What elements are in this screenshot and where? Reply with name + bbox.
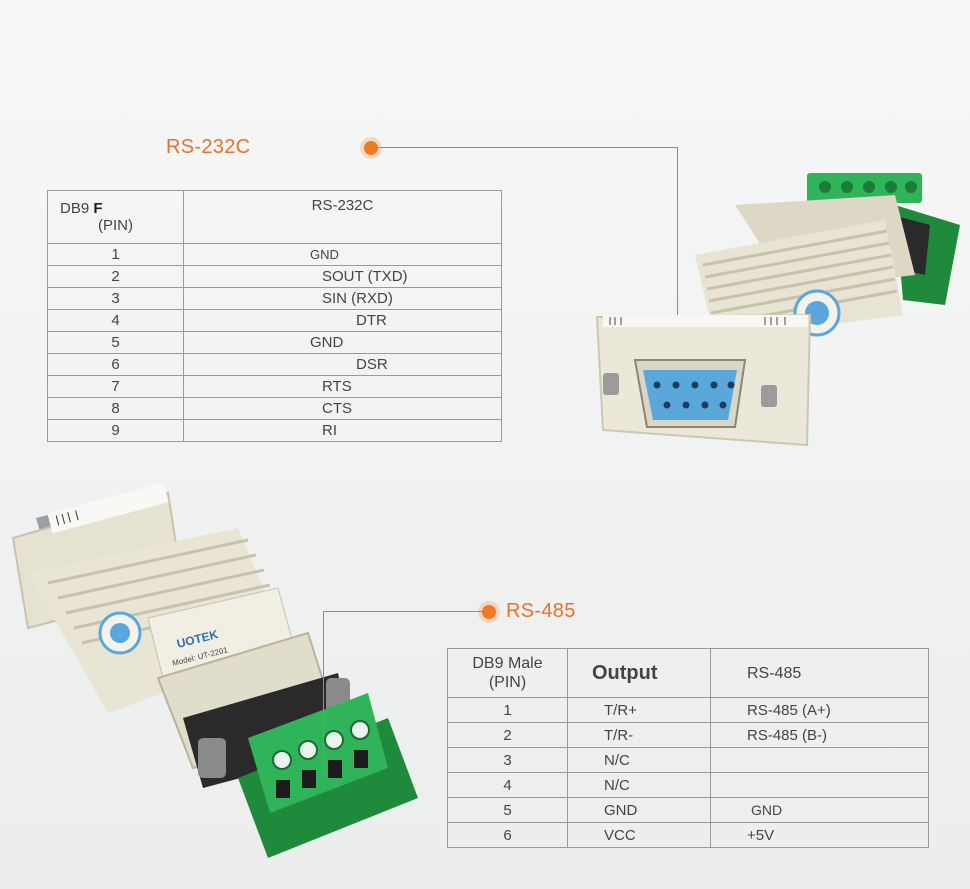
rs485-callout-dot bbox=[482, 605, 496, 619]
pin-column-header: DB9 F (PIN) bbox=[47, 190, 184, 244]
rs232-callout-line bbox=[378, 147, 678, 148]
signal-column-header: RS-232C bbox=[183, 190, 502, 244]
rs485-title: RS-485 bbox=[506, 600, 576, 622]
rs232-callout-dot bbox=[364, 141, 378, 155]
signal-column-header: RS-485 bbox=[710, 648, 929, 698]
table-header-row: DB9 Male (PIN) Output RS-485 bbox=[447, 648, 929, 698]
converter-db9-female-photo bbox=[595, 173, 960, 447]
converter-rs485-terminal-photo: UOTEK Model: UT-2201 bbox=[11, 482, 418, 858]
pin-column-header: DB9 Male (PIN) bbox=[447, 648, 568, 698]
rs232-callout-line-vertical bbox=[677, 147, 678, 392]
rs485-callout-line-vertical bbox=[323, 611, 324, 776]
rs485-callout-line bbox=[323, 611, 483, 612]
table-header-row: DB9 F (PIN) RS-232C bbox=[47, 190, 502, 244]
output-column-header: Output bbox=[567, 648, 711, 698]
rs232-title: RS-232C bbox=[166, 136, 251, 158]
